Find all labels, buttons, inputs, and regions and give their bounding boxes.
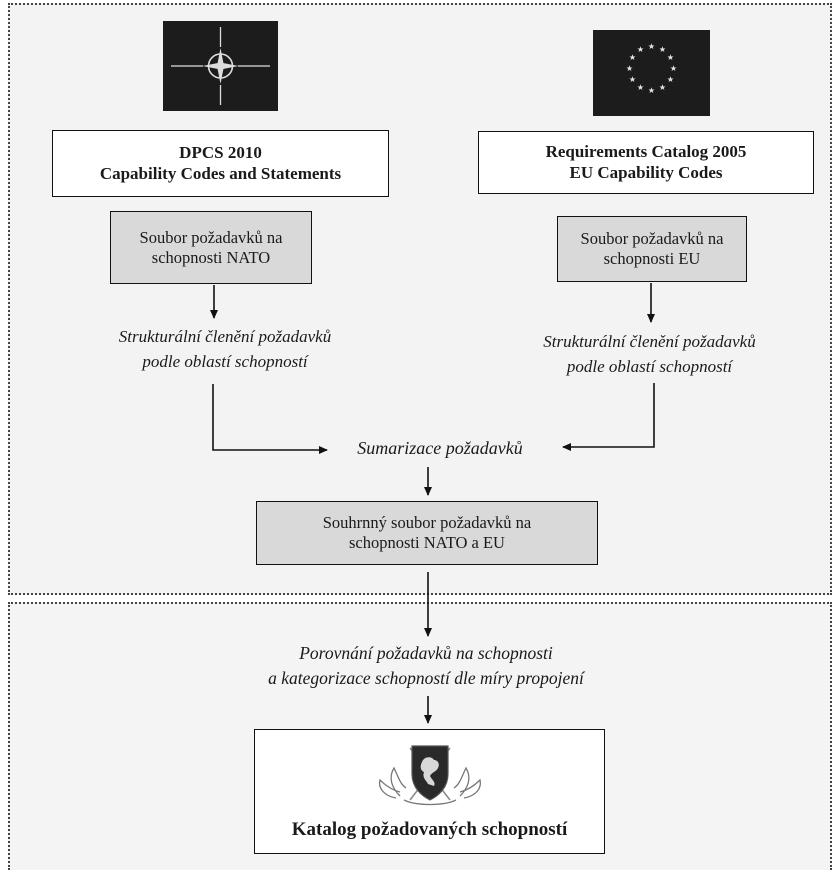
eu-structure-line2: podle oblastí schopností — [566, 356, 733, 376]
svg-text:★: ★ — [667, 53, 674, 62]
eu-source-title-line1: Requirements Catalog 2005 — [545, 142, 747, 162]
svg-text:★: ★ — [626, 64, 633, 73]
nato-structure-line1: Strukturální členění požadavků — [118, 327, 332, 346]
nato-source-title-box: DPCS 2010 Capability Codes and Statement… — [52, 130, 389, 197]
comparison-line2: a kategorizace schopností dle míry propo… — [268, 668, 584, 689]
summarization-label: Sumarizace požadavků — [326, 435, 554, 461]
svg-text:★: ★ — [667, 75, 674, 84]
nato-set-line2: schopnosti NATO — [151, 247, 271, 267]
catalog-title: Katalog požadovaných schopností — [291, 819, 568, 841]
combined-requirements-set-box: Souhrnný soubor požadavků na schopnosti … — [256, 501, 598, 565]
svg-text:★: ★ — [629, 53, 636, 62]
svg-text:★: ★ — [648, 86, 655, 95]
combined-set-line2: schopnosti NATO a EU — [349, 533, 505, 552]
eu-structure-line1: Strukturální členění požadavků — [543, 332, 756, 351]
nato-flag-icon — [163, 21, 278, 111]
comparison-label: Porovnání požadavků na schopnosti a kate… — [206, 641, 646, 692]
combined-set-line1: Souhrnný soubor požadavků na — [322, 513, 532, 533]
nato-set-line1: Soubor požadavků na — [139, 227, 283, 247]
nato-requirements-set-box: Soubor požadavků na schopnosti NATO — [110, 211, 312, 284]
eu-source-title-box: Requirements Catalog 2005 EU Capability … — [478, 131, 814, 194]
svg-text:★: ★ — [629, 75, 636, 84]
svg-text:★: ★ — [648, 42, 655, 51]
comparison-line1: Porovnání požadavků na schopnosti — [299, 643, 553, 663]
svg-text:★: ★ — [659, 45, 666, 54]
svg-text:★: ★ — [637, 83, 644, 92]
czech-army-emblem-icon — [370, 738, 490, 813]
eu-set-line2: schopnosti EU — [603, 249, 701, 268]
eu-structure-label: Strukturální členění požadavků podle obl… — [512, 330, 787, 379]
capability-catalog-box: Katalog požadovaných schopností — [254, 729, 605, 854]
eu-requirements-set-box: Soubor požadavků na schopnosti EU — [557, 216, 747, 282]
nato-structure-line2: podle oblastí schopností — [142, 351, 308, 371]
nato-source-title-line2: Capability Codes and Statements — [99, 163, 342, 183]
eu-set-line1: Soubor požadavků na — [580, 229, 724, 249]
svg-text:★: ★ — [637, 45, 644, 54]
eu-flag-icon: ★ ★ ★ ★ ★ ★ ★ ★ ★ ★ ★ ★ — [593, 30, 710, 116]
nato-structure-label: Strukturální členění požadavků podle obl… — [90, 325, 360, 374]
summarization-text: Sumarizace požadavků — [357, 438, 523, 458]
svg-text:★: ★ — [670, 64, 677, 73]
nato-source-title-line1: DPCS 2010 — [179, 143, 262, 163]
svg-text:★: ★ — [659, 83, 666, 92]
eu-source-title-line2: EU Capability Codes — [569, 162, 723, 182]
